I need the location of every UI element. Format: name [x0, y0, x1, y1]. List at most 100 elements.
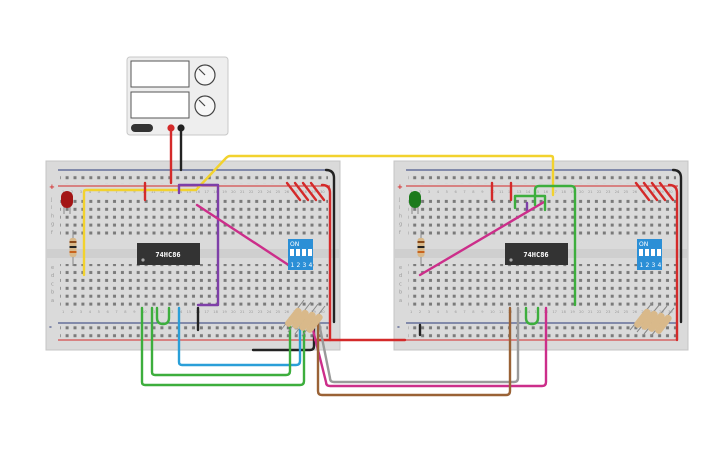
red-diagonals-right[interactable] [634, 181, 675, 202]
row-letter: g [399, 222, 402, 228]
column-number: 27 [293, 190, 298, 194]
black-wire-bottom[interactable] [251, 323, 316, 352]
row-letter: c [51, 281, 54, 287]
dip-position-1: 1 [291, 262, 295, 269]
column-number: 8 [472, 190, 475, 194]
column-number: 22 [597, 190, 602, 194]
positive-terminal[interactable] [167, 124, 175, 132]
black-wire-right-edge-left[interactable] [324, 168, 336, 324]
column-number: 21 [588, 190, 593, 194]
column-number: 9 [133, 310, 136, 314]
dip-position-2: 2 [646, 262, 650, 269]
column-number: 1 [62, 310, 64, 314]
column-number: 23 [606, 190, 611, 194]
chip-label: 74HC86 [523, 251, 548, 259]
blue-wire[interactable] [177, 306, 302, 367]
green-wire-right-top[interactable] [533, 184, 577, 307]
brown-wire[interactable] [316, 306, 512, 397]
row-letter: i [399, 205, 400, 211]
column-number: 24 [267, 190, 272, 194]
column-number: 20 [579, 190, 584, 194]
column-number: 5 [446, 310, 448, 314]
column-number: 7 [115, 190, 117, 194]
green-jumper-right[interactable] [524, 306, 540, 326]
column-number: 23 [258, 310, 263, 314]
column-number: 29 [659, 190, 664, 194]
power-switch[interactable] [131, 124, 153, 132]
column-number: 1 [410, 190, 412, 194]
column-number: 16 [544, 190, 549, 194]
column-number: 14 [178, 190, 183, 194]
column-number: 11 [499, 310, 504, 314]
column-number: 13 [169, 310, 174, 314]
plus-label: + [397, 183, 403, 191]
column-number: 6 [455, 190, 458, 194]
magenta-wire-right[interactable] [418, 200, 546, 277]
column-number: 3 [428, 190, 430, 194]
column-number: 2 [71, 310, 73, 314]
led-green[interactable] [409, 191, 421, 214]
row-letter: f [51, 230, 53, 236]
dip-switch-right[interactable]: ON 1 2 3 4 [637, 239, 662, 270]
row-letter: c [399, 281, 402, 287]
led-red[interactable] [61, 191, 73, 214]
column-number: 6 [107, 310, 110, 314]
black-wire-right-edge-right[interactable] [671, 168, 683, 324]
red-diagonals-left[interactable] [285, 181, 326, 202]
chip-74hc86-right[interactable]: 74HC86 [505, 243, 568, 265]
green-wire-loop-1[interactable] [140, 306, 306, 387]
column-number: 24 [615, 310, 620, 314]
column-number: 13 [169, 190, 174, 194]
column-number: 28 [302, 190, 307, 194]
column-number: 9 [133, 190, 136, 194]
magenta-wire-left[interactable] [195, 203, 289, 266]
resistor-array-right[interactable] [629, 301, 675, 337]
red-rail-wire-left[interactable] [320, 183, 332, 342]
column-number: 21 [588, 310, 593, 314]
dip-position-2: 2 [297, 262, 301, 269]
green-wire-loop-2[interactable] [150, 306, 292, 377]
power-supply[interactable] [126, 56, 229, 136]
column-number: 10 [490, 310, 495, 314]
gray-wire[interactable] [316, 306, 520, 384]
purple-wire-left[interactable] [177, 183, 220, 307]
column-number: 30 [668, 190, 673, 194]
negative-terminal[interactable] [177, 124, 185, 132]
column-number: 9 [481, 310, 484, 314]
column-number: 21 [240, 190, 245, 194]
column-number: 19 [222, 310, 227, 314]
column-number: 26 [633, 190, 638, 194]
led-resistor-right[interactable] [417, 230, 425, 266]
yellow-wire[interactable] [82, 154, 555, 277]
column-number: 21 [240, 310, 245, 314]
row-letter: d [51, 273, 54, 279]
column-number: 15 [187, 310, 192, 314]
column-number: 26 [285, 190, 290, 194]
column-number: 12 [160, 190, 165, 194]
column-number: 30 [320, 190, 325, 194]
led-resistor-left[interactable] [69, 230, 77, 266]
column-number: 4 [437, 190, 440, 194]
red-rail-wire-right[interactable] [667, 183, 679, 342]
resistor-array-left[interactable] [280, 299, 326, 337]
column-number: 17 [204, 190, 209, 194]
chip-74hc86-left[interactable]: 74HC86 [137, 243, 200, 265]
column-number: 22 [597, 310, 602, 314]
column-number: 1 [410, 310, 412, 314]
green-wire-right-inner[interactable] [513, 194, 547, 212]
column-number: 25 [276, 190, 281, 194]
chip-label: 74HC86 [155, 251, 180, 259]
column-number: 26 [633, 310, 638, 314]
dip-switch-left[interactable]: ON 1 2 3 4 [288, 239, 313, 270]
column-number: 7 [463, 190, 465, 194]
column-number: 13 [517, 190, 522, 194]
row-letter: e [51, 265, 54, 271]
column-number: 26 [285, 310, 290, 314]
column-number: 4 [437, 310, 440, 314]
green-jumper-left[interactable] [155, 306, 171, 326]
magenta-wire-bottom[interactable] [308, 306, 548, 388]
